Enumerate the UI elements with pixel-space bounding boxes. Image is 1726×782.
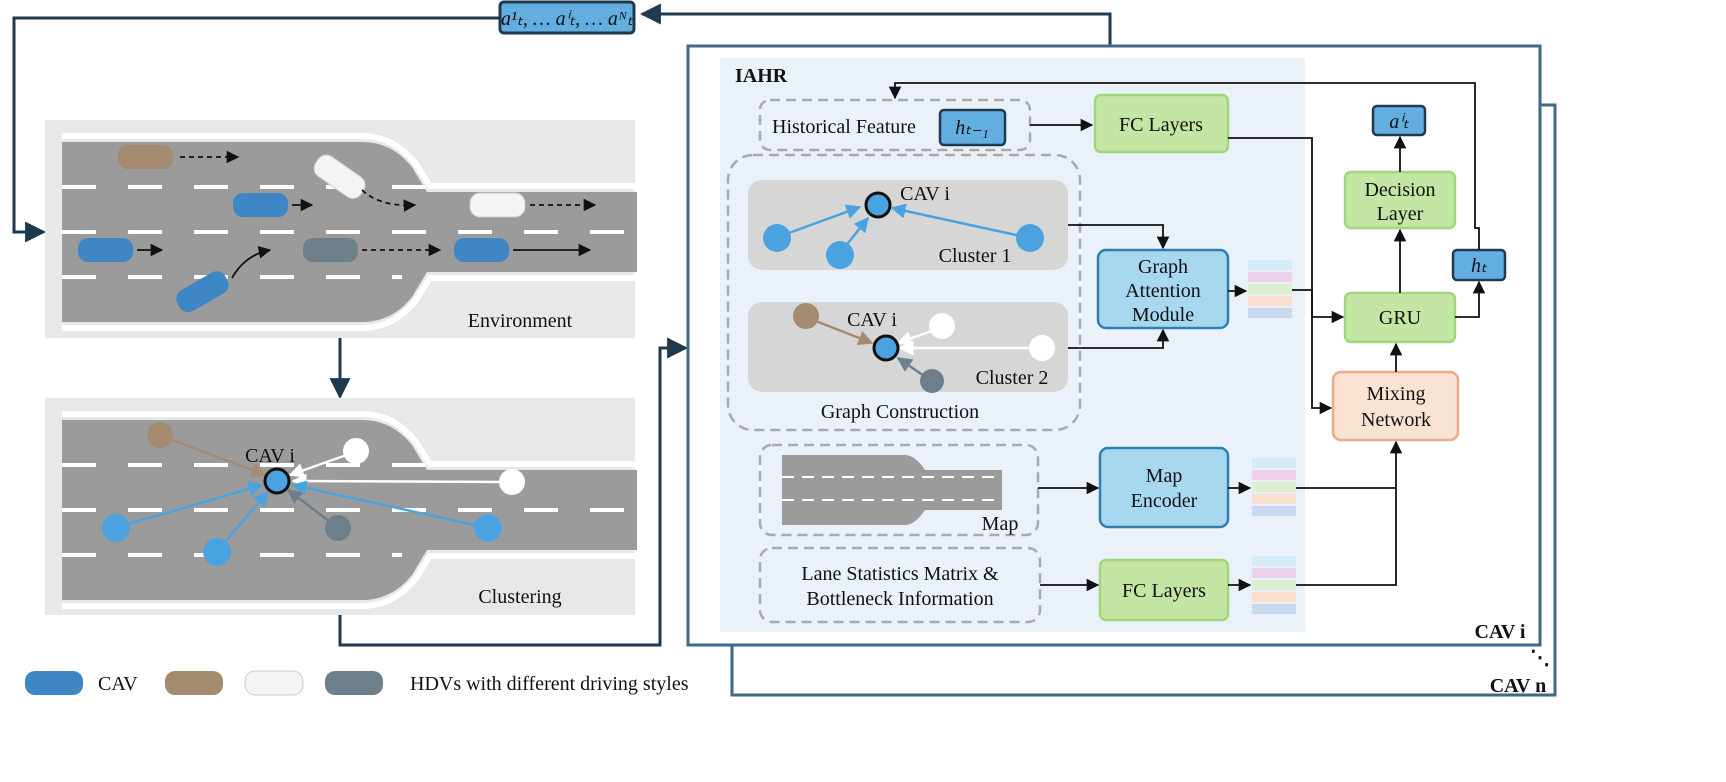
svg-text:Map: Map	[982, 513, 1019, 535]
map-encoder	[1098, 446, 1230, 529]
svg-text:Attention: Attention	[1125, 280, 1201, 302]
svg-text:Lane Statistics Matrix &: Lane Statistics Matrix &	[801, 563, 999, 585]
fc-layers-top	[1093, 93, 1230, 154]
svg-text:FC Layers: FC Layers	[1122, 580, 1206, 602]
svg-text:FC Layers: FC Layers	[1119, 114, 1203, 136]
cav-n-label: CAV n	[1490, 675, 1547, 697]
svg-text:CAV i: CAV i	[847, 309, 897, 331]
actions-label: a¹ₜ, … aⁱₜ, … aᴺₜ	[501, 8, 634, 30]
h-prev-label: hₜ₋₁	[955, 117, 988, 139]
historical-feature-label: Historical Feature	[772, 116, 916, 138]
clustering-label: Clustering	[478, 586, 561, 608]
svg-text:GRU: GRU	[1379, 307, 1422, 329]
svg-text:Bottleneck Information: Bottleneck Information	[806, 588, 993, 610]
fc-layers-bottom	[1098, 558, 1230, 622]
iahr-title: IAHR	[735, 65, 788, 87]
legend: CAV HDVs with different driving styles	[25, 670, 689, 696]
graph-attention-module	[1096, 248, 1230, 330]
environment-label: Environment	[468, 310, 573, 332]
iahr-module: IAHR Historical Feature hₜ₋₁ FC Layers C…	[720, 58, 1305, 632]
svg-text:Cluster 2: Cluster 2	[976, 367, 1049, 389]
feature-stacks	[1248, 260, 1296, 614]
clustering-cav-label: CAV i	[245, 445, 295, 467]
svg-text:aⁱₜ: aⁱₜ	[1389, 111, 1410, 133]
hdv-car-icon	[325, 671, 383, 695]
svg-text:CAV: CAV	[98, 673, 138, 695]
cav-car-icon	[25, 671, 83, 695]
svg-text:Layer: Layer	[1377, 203, 1424, 225]
svg-text:HDVs with different driving st: HDVs with different driving styles	[410, 673, 689, 695]
actions-box: a¹ₜ, … aⁱₜ, … aᴺₜ	[498, 0, 636, 35]
cav-i-label: CAV i	[1475, 621, 1526, 643]
ellipsis-icon: ⋱	[1530, 647, 1550, 669]
svg-text:Mixing: Mixing	[1367, 383, 1426, 405]
clustering-panel: CAV i Clustering	[45, 398, 642, 615]
svg-text:Network: Network	[1361, 409, 1431, 431]
environment-panel: Environment	[45, 120, 642, 338]
svg-text:Graph Construction: Graph Construction	[821, 401, 979, 423]
svg-text:Encoder: Encoder	[1131, 490, 1198, 512]
svg-text:CAV i: CAV i	[900, 183, 950, 205]
svg-text:Decision: Decision	[1364, 179, 1435, 201]
svg-text:Map: Map	[1146, 465, 1183, 487]
svg-text:Cluster 1: Cluster 1	[939, 245, 1012, 267]
svg-text:hₜ: hₜ	[1471, 255, 1488, 277]
cars	[78, 145, 526, 313]
svg-text:Module: Module	[1132, 304, 1194, 326]
hdv-car-icon	[244, 670, 304, 696]
svg-text:Graph: Graph	[1138, 256, 1188, 278]
hdv-car-icon	[165, 671, 223, 695]
